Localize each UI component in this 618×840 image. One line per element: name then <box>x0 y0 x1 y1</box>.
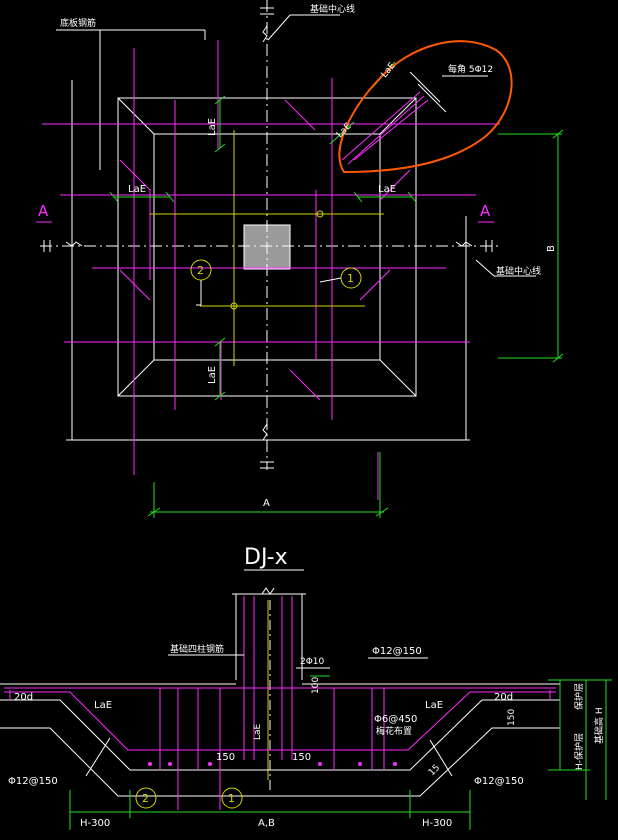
highlight-ellipse <box>338 40 513 174</box>
label-lae-right: LaE <box>378 184 396 195</box>
label-ab: A,B <box>258 818 275 829</box>
label-2phi10: 2Φ10 <box>300 657 325 667</box>
axis-lines <box>150 130 384 366</box>
label-phi12-right: Φ12@150 <box>474 776 524 787</box>
marker-1-label: 1 <box>347 272 354 285</box>
vertical-ties <box>159 688 385 810</box>
bottom-rebar-dots <box>148 762 397 766</box>
label-plum: 梅花布置 <box>376 725 412 737</box>
label-center-line-right: 基础中心线 <box>496 265 541 277</box>
break-mark <box>262 423 268 441</box>
dim-b: B <box>546 245 557 252</box>
label-150-vertical: 150 <box>507 709 517 726</box>
label-lae-right: LaE <box>425 700 443 711</box>
corner-rebar <box>329 61 488 165</box>
corner-line <box>117 359 155 397</box>
section-title: DJ-x <box>244 545 288 570</box>
footing-section-outline <box>0 683 560 771</box>
label-150-right: 150 <box>292 752 311 763</box>
section-mark-right: A <box>480 202 491 220</box>
break-mark <box>455 241 473 247</box>
label-cover: 保护层 <box>573 683 585 710</box>
section-view: DJ-x <box>0 545 612 830</box>
label-bottom-rebar: 底板钢筋 <box>60 17 96 29</box>
label-phi6: Φ6@450 <box>374 714 417 725</box>
dimension-lines <box>109 95 564 518</box>
label-20d-left: 20d <box>14 692 33 703</box>
rebar-grid <box>42 40 500 500</box>
label-h300-right: H-300 <box>422 818 452 829</box>
label-100: 100 <box>311 677 321 694</box>
section-dimensions <box>69 675 612 830</box>
label-h-cover: H-保护层 <box>573 733 585 770</box>
label-per-corner: 每角 5Φ12 <box>448 63 493 75</box>
dim-a: A <box>263 498 270 509</box>
label-column-rebar: 基础四柱钢筋 <box>170 643 224 655</box>
label-lae-left: LaE <box>94 700 112 711</box>
plan-view: 底板钢筋 基础中心线 基础中心线 每角 5Φ12 LaE LaE LaE LaE… <box>36 0 564 518</box>
corner-line <box>379 359 417 397</box>
label-center-line-top: 基础中心线 <box>310 3 355 15</box>
section-mark-left: A <box>38 202 49 220</box>
label-lae-column: LaE <box>253 723 263 740</box>
label-lae-bottom: LaE <box>207 366 218 384</box>
label-150-left: 150 <box>216 752 235 763</box>
label-phi12-top: Φ12@150 <box>372 646 422 657</box>
corner-line <box>117 97 155 135</box>
section-marker-2-label: 2 <box>142 792 149 805</box>
section-marker-1-circle <box>221 787 243 809</box>
label-base-h: 基础高 H <box>593 707 605 744</box>
label-lae-top: LaE <box>207 118 218 136</box>
corner-line <box>379 97 417 135</box>
section-marker-1-label: 1 <box>228 792 235 805</box>
break-mark <box>65 241 83 247</box>
label-20d-right: 20d <box>494 692 513 703</box>
section-marker-2-circle <box>135 787 157 809</box>
break-mark <box>262 25 268 43</box>
label-15: 15 <box>427 763 442 778</box>
label-phi12-left: Φ12@150 <box>8 776 58 787</box>
marker-2-label: 2 <box>197 264 204 277</box>
label-h300-left: H-300 <box>80 818 110 829</box>
label-lae-left: LaE <box>128 184 146 195</box>
